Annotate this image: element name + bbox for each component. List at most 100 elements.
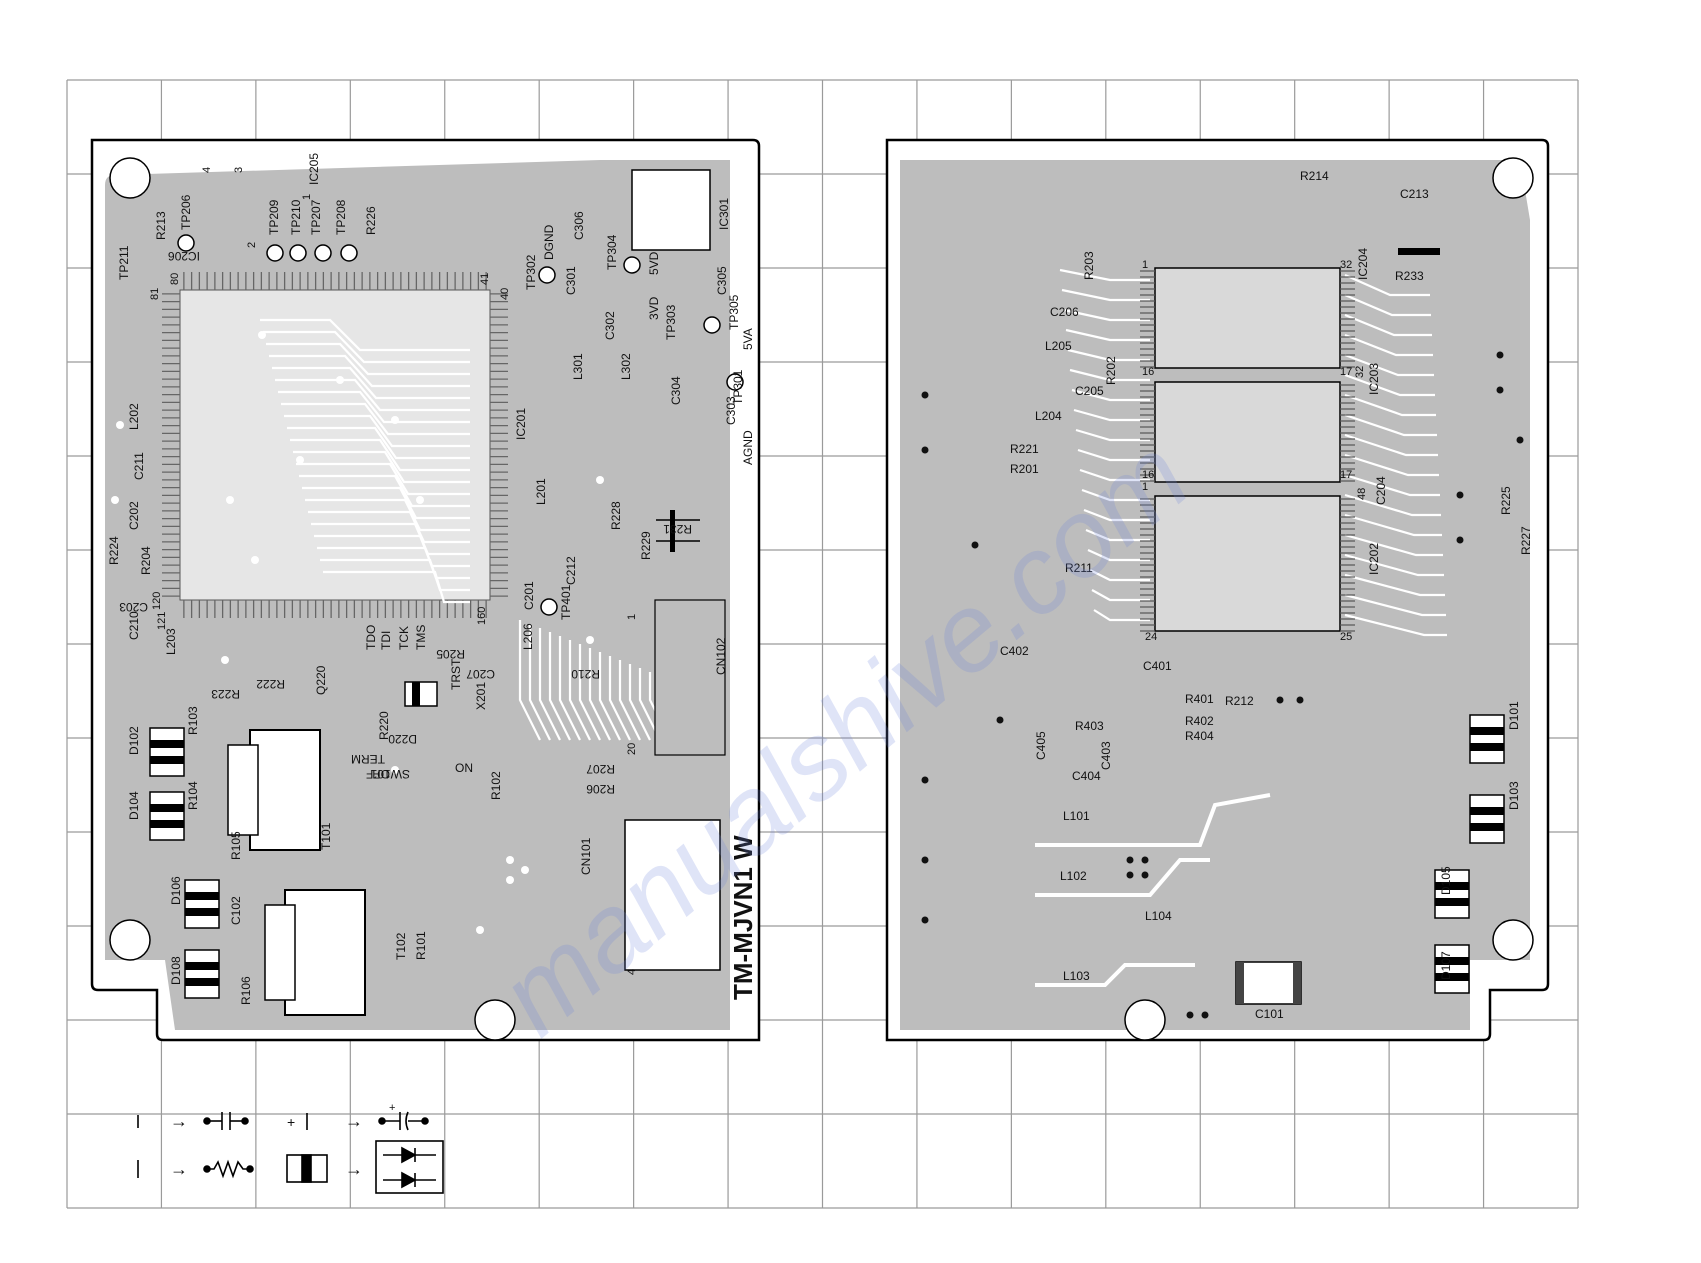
component-label: C213 bbox=[1400, 187, 1429, 201]
component-label: TP301 bbox=[731, 369, 745, 405]
right-trace bbox=[1067, 348, 1150, 362]
diode-band bbox=[1435, 898, 1469, 906]
component-label: C202 bbox=[127, 501, 141, 530]
via bbox=[111, 496, 119, 504]
diode-band bbox=[1435, 882, 1469, 890]
via bbox=[296, 456, 304, 464]
component-label: R106 bbox=[239, 976, 253, 1005]
pin-number: 80 bbox=[169, 273, 181, 285]
right-vias bbox=[921, 351, 1524, 1019]
component-label: R233 bbox=[1395, 269, 1424, 283]
left-trace bbox=[296, 462, 470, 496]
pin-number: 1 bbox=[301, 194, 313, 200]
diode-package bbox=[149, 791, 185, 841]
component-label: R202 bbox=[1104, 356, 1118, 385]
test-point bbox=[266, 244, 284, 262]
component-label: R224 bbox=[107, 536, 121, 565]
pin-number: 120 bbox=[151, 592, 163, 610]
right-labels: R214C213R233IC204C206R203L205C205R202L20… bbox=[1000, 169, 1533, 1021]
component-label: IC202 bbox=[1367, 543, 1381, 575]
right-trace bbox=[1061, 288, 1150, 302]
component-label: R207 bbox=[586, 762, 615, 776]
sop-ic-pins bbox=[1140, 270, 1355, 632]
component-label: C203 bbox=[119, 600, 148, 614]
left-diodes bbox=[149, 727, 220, 999]
component-label: SW101 bbox=[370, 767, 410, 781]
left-mounting-hole bbox=[109, 157, 151, 199]
pin-number: 3 bbox=[233, 167, 245, 173]
legend-arrow: → bbox=[170, 1111, 188, 1131]
via bbox=[226, 496, 234, 504]
component-label: IC204 bbox=[1356, 248, 1370, 280]
via bbox=[596, 476, 604, 484]
electrolytic-capacitor-symbol: + bbox=[378, 1102, 429, 1131]
right-mounting-hole bbox=[1492, 919, 1534, 961]
via bbox=[996, 716, 1004, 724]
right-trace bbox=[1344, 433, 1438, 457]
via bbox=[391, 416, 399, 424]
pin-number: 48 bbox=[1356, 488, 1368, 500]
pin-number: 20 bbox=[626, 743, 638, 755]
left-trace bbox=[266, 342, 470, 376]
left-trace bbox=[302, 486, 470, 520]
pin-number: 17 bbox=[1340, 469, 1352, 481]
right-trace bbox=[1035, 858, 1210, 897]
test-point bbox=[314, 244, 332, 262]
right-trace bbox=[1344, 333, 1433, 357]
component-label: L301 bbox=[571, 353, 585, 380]
right-trace bbox=[1073, 408, 1150, 422]
diode-band bbox=[1470, 823, 1504, 831]
diode-band bbox=[1435, 973, 1469, 981]
component-label: L203 bbox=[164, 628, 178, 655]
component-label: R401 bbox=[1185, 692, 1214, 706]
c101-body bbox=[1235, 961, 1302, 1005]
diode-package bbox=[184, 949, 220, 999]
component-label: L302 bbox=[619, 353, 633, 380]
component-label: TP207 bbox=[309, 199, 323, 235]
component-label: R229 bbox=[639, 531, 653, 560]
via bbox=[971, 541, 979, 549]
component-label: 5VA bbox=[741, 328, 755, 350]
legend-arrow: → bbox=[345, 1159, 363, 1179]
component-label: R231 bbox=[663, 522, 692, 536]
via bbox=[258, 331, 266, 339]
test-point bbox=[538, 266, 556, 284]
component-label: L102 bbox=[1060, 869, 1087, 883]
right-trace bbox=[1059, 268, 1150, 282]
component-label: R221 bbox=[1010, 442, 1039, 456]
ic203-body bbox=[1154, 381, 1341, 483]
cn102-body bbox=[654, 599, 726, 756]
r231-bar bbox=[670, 510, 675, 552]
right-trace bbox=[1344, 613, 1447, 637]
via bbox=[1141, 871, 1149, 879]
via bbox=[1456, 491, 1464, 499]
component-label: R226 bbox=[364, 206, 378, 235]
d220-body bbox=[404, 681, 438, 707]
right-mounting-hole bbox=[1492, 157, 1534, 199]
left-test-points bbox=[177, 234, 744, 616]
right-trace bbox=[1035, 793, 1271, 847]
left-vias bbox=[111, 331, 604, 949]
component-label: D101 bbox=[1507, 701, 1521, 730]
component-label: R205 bbox=[436, 647, 465, 661]
right-trace bbox=[1344, 313, 1432, 337]
t101-body bbox=[249, 729, 321, 851]
diode-package bbox=[1469, 794, 1505, 844]
component-label: C205 bbox=[1075, 384, 1104, 398]
component-label: R206 bbox=[586, 782, 615, 796]
left-trace bbox=[538, 628, 561, 741]
right-trace bbox=[1091, 589, 1150, 602]
pin-number: 1 bbox=[626, 614, 638, 620]
via bbox=[1496, 386, 1504, 394]
left-trace bbox=[578, 644, 601, 741]
cn101-body bbox=[624, 819, 721, 971]
left-trace bbox=[281, 402, 470, 436]
left-trace bbox=[278, 390, 470, 424]
left-trace bbox=[618, 660, 641, 741]
component-label: TP211 bbox=[117, 245, 131, 280]
left-trace bbox=[275, 378, 470, 412]
component-label: C211 bbox=[132, 452, 146, 480]
diode-band bbox=[150, 804, 184, 812]
component-label: C206 bbox=[1050, 305, 1079, 319]
right-trace bbox=[1344, 413, 1437, 437]
